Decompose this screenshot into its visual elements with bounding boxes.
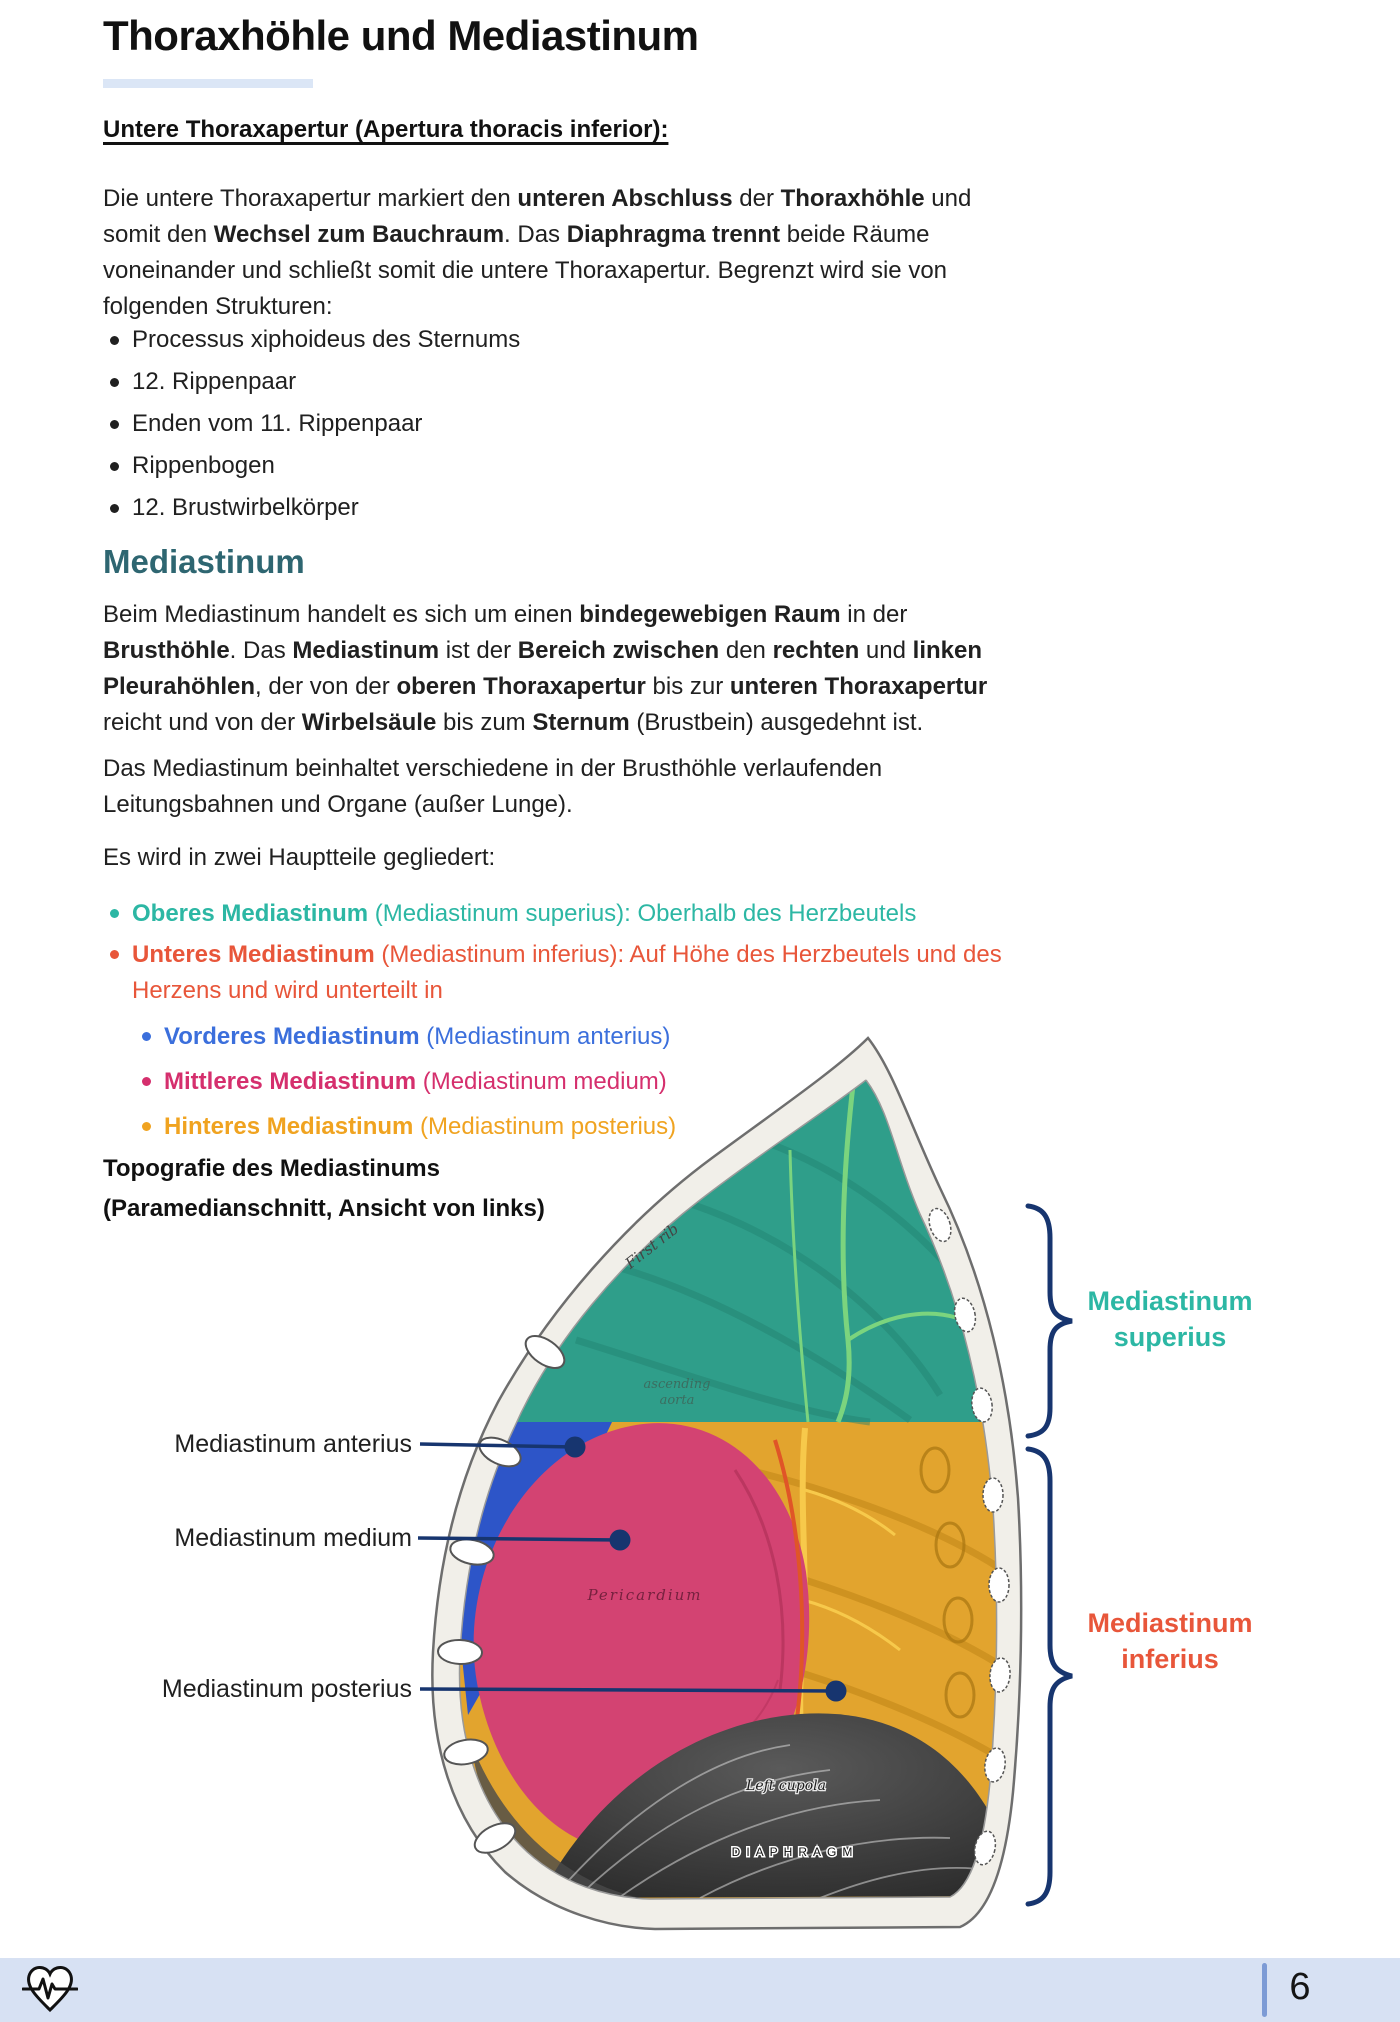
- list-item-label: 12. Brustwirbelkörper: [132, 494, 359, 521]
- bullet-dot: [142, 1122, 151, 1131]
- label-mediastinum-anterius: Mediastinum anterius: [174, 1430, 412, 1458]
- bullet-dot: [110, 950, 119, 959]
- bullet-dot: [110, 420, 119, 429]
- page-number: 6: [1289, 1966, 1311, 2008]
- paragraph-mediastinum-2: Das Mediastinum beinhaltet verschiedene …: [103, 755, 883, 818]
- brace-inferius: [1025, 1446, 1073, 1907]
- list-item-mittleres-mediastinum: Mittleres Mediastinum (Mediastinum mediu…: [142, 1064, 667, 1100]
- diaphragm-striations: [559, 1744, 997, 1899]
- bullet-dot: [110, 504, 119, 513]
- section-heading-mediastinum: Mediastinum: [103, 543, 305, 580]
- diaphragm-dome: [540, 1713, 997, 1898]
- label-mediastinum-inferius-line2: inferius: [1121, 1644, 1219, 1674]
- list-item-unteres-mediastinum: Unteres Mediastinum (Mediastinum inferiu…: [110, 937, 1002, 1009]
- bullet-dot: [110, 378, 119, 387]
- superius-rib-lines: [574, 1131, 978, 1426]
- list-item: 12. Brustwirbelkörper: [110, 493, 359, 523]
- title-highlight: [103, 79, 313, 88]
- engraving-aorta-line1: ascending: [644, 1377, 711, 1392]
- paragraph-mediastinum-3: Es wird in zwei Hauptteile gegliedert:: [103, 844, 496, 871]
- footer-accent-line: [1262, 1963, 1267, 2017]
- vertebral-detail: [919, 1446, 976, 1719]
- list-item-label: Vorderes Mediastinum (Mediastinum anteri…: [164, 1023, 671, 1050]
- superius-vessels: [788, 1080, 959, 1423]
- paragraph-apertur: Die untere Thoraxapertur markiert den un…: [103, 185, 972, 320]
- bullet-dot: [110, 336, 119, 345]
- list-item-label: Processus xiphoideus des Sternums: [132, 326, 521, 353]
- figure-caption: Topografie des Mediastinums (Paramedians…: [103, 1149, 545, 1229]
- list-item-label: Enden vom 11. Rippenpaar: [132, 410, 423, 437]
- list-item-label: Oberes Mediastinum (Mediastinum superius…: [132, 900, 917, 927]
- page-title: Thoraxhöhle und Mediastinum: [103, 12, 699, 59]
- rib-sections-right: [928, 1207, 1011, 1866]
- leader-lines: [417, 1436, 847, 1702]
- wall-inner-line: [458, 1079, 998, 1900]
- label-mediastinum-superius-line1: Mediastinum: [1087, 1286, 1252, 1316]
- paragraph-mediastinum-1: Beim Mediastinum handelt es sich um eine…: [103, 601, 988, 736]
- label-mediastinum-superius-line2: superius: [1114, 1322, 1227, 1352]
- list-item: Rippenbogen: [110, 451, 275, 481]
- figure-caption-line2: (Paramedianschnitt, Ansicht von links): [103, 1195, 545, 1222]
- list-item-hinteres-mediastinum: Hinteres Mediastinum (Mediastinum poster…: [142, 1109, 676, 1145]
- mediastinum-regions: ascending aorta: [459, 1080, 997, 1899]
- engraving-aorta-line2: aorta: [660, 1393, 695, 1408]
- list-item-label: Unteres Mediastinum (Mediastinum inferiu…: [132, 941, 1002, 1004]
- bullet-dot: [110, 909, 119, 918]
- section-heading-apertur: Untere Thoraxapertur (Apertura thoracis …: [103, 116, 669, 143]
- bullet-dot: [142, 1077, 151, 1086]
- figure-caption-line1: Topografie des Mediastinums: [103, 1155, 440, 1182]
- label-mediastinum-medium: Mediastinum medium: [174, 1524, 412, 1552]
- rib-sections-left: [437, 1335, 566, 1854]
- engraving-pericardium: Pericardium: [586, 1586, 702, 1604]
- footer-bar: [0, 1958, 1400, 2022]
- label-mediastinum-posterius: Mediastinum posterius: [162, 1675, 412, 1703]
- list-item: Processus xiphoideus des Sternums: [110, 325, 520, 355]
- figure-labels-right: Mediastinum superius Mediastinum inferiu…: [1087, 1286, 1252, 1674]
- bullet-dot: [110, 462, 119, 471]
- list-item-label: 12. Rippenpaar: [132, 368, 297, 395]
- engraving-cupola: Left cupola: [745, 1778, 826, 1794]
- list-item-label: Rippenbogen: [132, 452, 275, 479]
- heart-pulse-icon: [22, 1966, 78, 2013]
- list-item-label: Hinteres Mediastinum (Mediastinum poster…: [164, 1113, 677, 1140]
- list-item-label: Mittleres Mediastinum (Mediastinum mediu…: [164, 1068, 667, 1095]
- list-item: Enden vom 11. Rippenpaar: [110, 409, 422, 439]
- list-item-vorderes-mediastinum: Vorderes Mediastinum (Mediastinum anteri…: [142, 1019, 670, 1055]
- bullet-dot: [142, 1032, 151, 1041]
- list-item: 12. Rippenpaar: [110, 367, 296, 397]
- figure-braces: [1025, 1203, 1073, 1907]
- figure-labels-left: Mediastinum anterius Mediastinum medium …: [162, 1430, 412, 1703]
- brace-superius: [1025, 1203, 1073, 1439]
- list-item-oberes-mediastinum: Oberes Mediastinum (Mediastinum superius…: [110, 896, 916, 932]
- engraving-diaphragm: DIAPHRAGM: [732, 1845, 859, 1859]
- label-mediastinum-inferius-line1: Mediastinum: [1087, 1608, 1252, 1638]
